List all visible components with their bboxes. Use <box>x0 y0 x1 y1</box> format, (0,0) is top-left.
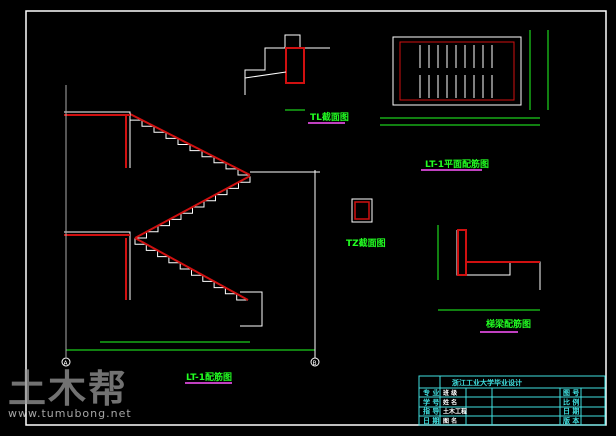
title-block-right-label: 图 号 <box>563 388 579 397</box>
title-block-right-label: 日 期 <box>563 407 579 416</box>
tz-column <box>351 198 373 223</box>
landing-top <box>64 111 131 168</box>
title-block-label: 指 导 <box>423 407 439 416</box>
title-block-value: 姓 名 <box>442 398 457 406</box>
stair-rebar <box>129 113 251 176</box>
axis-b: B <box>313 360 317 367</box>
title-block-value: 班 级 <box>443 389 457 397</box>
stair-rebar <box>134 175 251 239</box>
title-block-label: 专 业 <box>423 388 439 397</box>
plan-title: LT-1平面配筋图 <box>425 158 489 170</box>
title-block-value: 图 名 <box>443 417 457 425</box>
plan-view <box>380 30 549 126</box>
title-block-right-label: 版 本 <box>563 416 579 425</box>
watermark-logo: 土木帮 <box>8 367 129 411</box>
beam-detail <box>437 225 541 311</box>
title-block <box>418 375 606 426</box>
tl-section-title: TL截面图 <box>310 111 349 123</box>
watermark-url: www.tumubong.net <box>8 407 132 420</box>
title-block-value: 土木工程 <box>443 408 467 416</box>
axis-a: A <box>64 360 69 367</box>
drawing-frame <box>25 10 607 426</box>
title-block-label: 日 期 <box>423 416 439 425</box>
stair-section <box>64 111 320 327</box>
tz-section-title: TZ截面图 <box>346 237 386 249</box>
section-title: LT-1配筋图 <box>186 371 232 383</box>
tl-section-detail <box>244 34 330 111</box>
school-title: 浙江工业大学毕业设计 <box>452 378 522 387</box>
beam-title: 梯梁配筋图 <box>486 318 531 330</box>
landing-mid <box>64 231 131 300</box>
title-block-label: 学 号 <box>423 397 439 406</box>
title-block-right-label: 比 例 <box>563 397 579 406</box>
stair-rebar <box>134 237 249 301</box>
watermark: 土木帮 www.tumubong.net <box>8 358 132 420</box>
